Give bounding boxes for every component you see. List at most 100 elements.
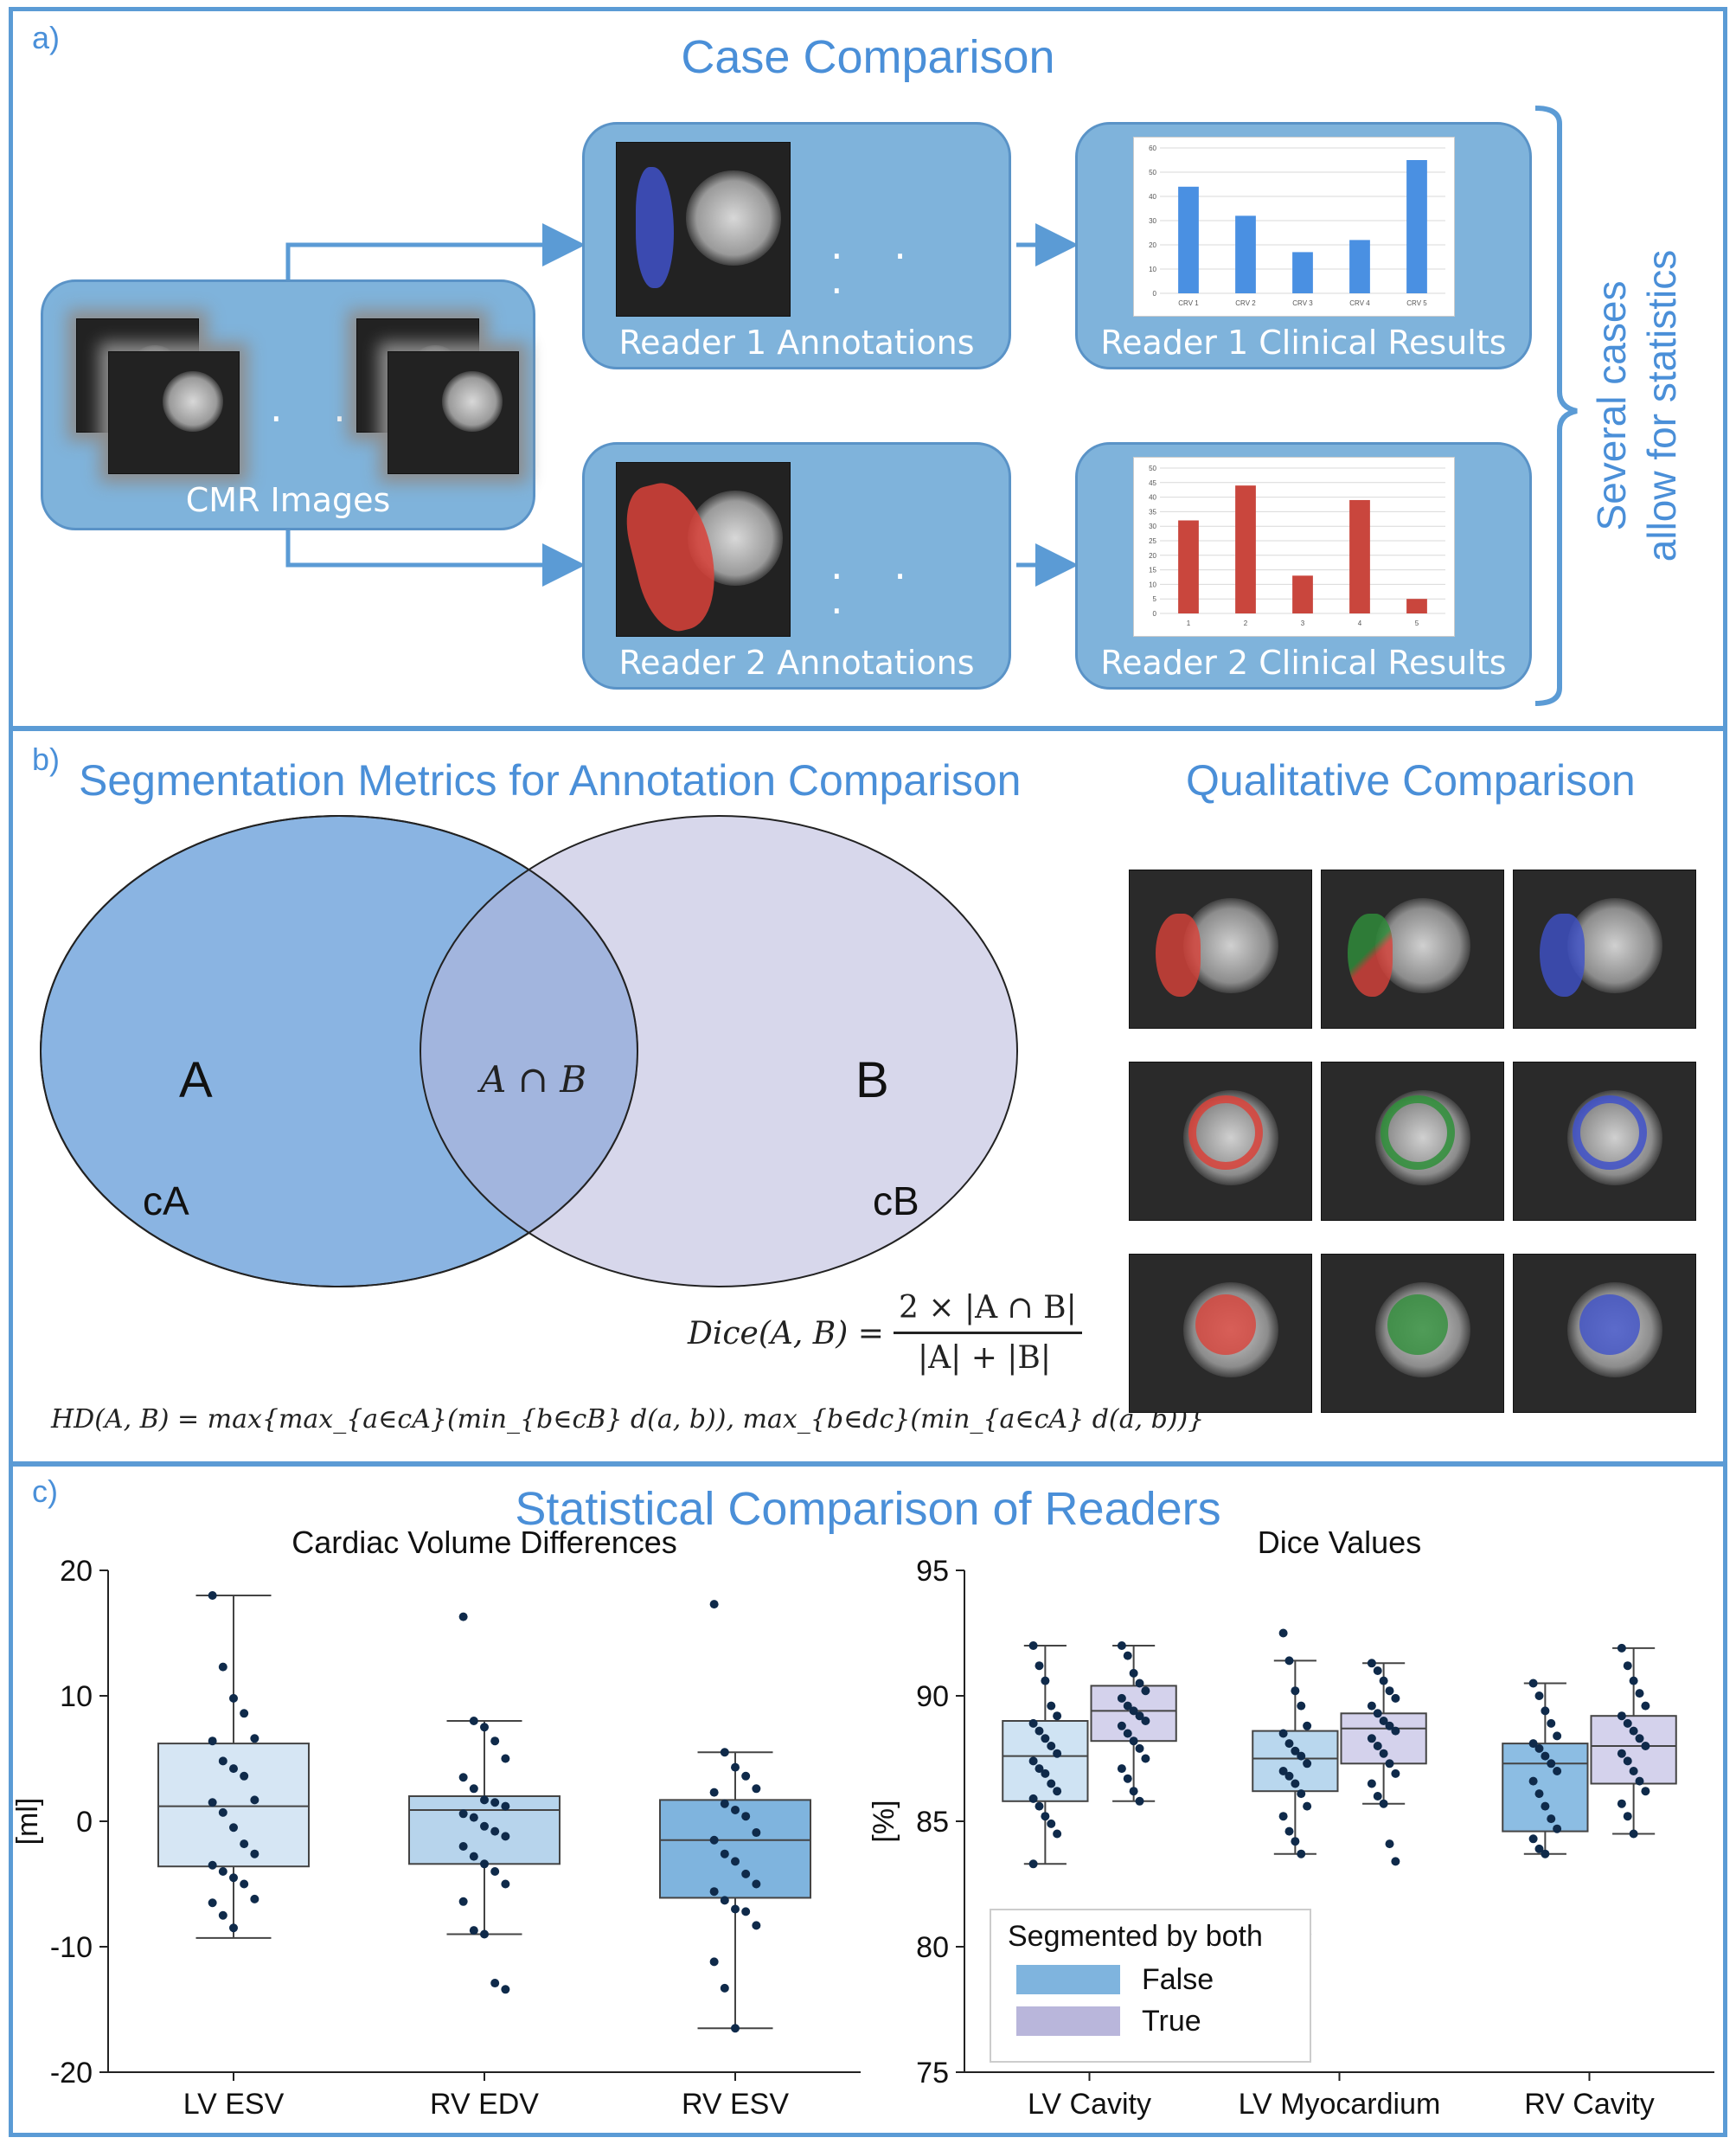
data-point	[1035, 1726, 1044, 1736]
data-point	[752, 1784, 761, 1794]
data-point	[1291, 1686, 1300, 1696]
legend-title: Segmented by both	[1008, 1920, 1263, 1953]
legend-swatch	[1016, 1965, 1120, 1994]
data-point	[1041, 1734, 1050, 1743]
tile-overlay	[1188, 1095, 1263, 1170]
mini-tick-label: 25	[1149, 537, 1156, 545]
boundary-b-label: cB	[873, 1178, 919, 1223]
data-point	[1117, 1721, 1126, 1730]
data-point	[218, 1662, 227, 1672]
data-point	[229, 1873, 238, 1883]
data-point	[490, 1867, 500, 1876]
y-tick-label: 75	[916, 2057, 949, 2089]
reader2-annotations-box: . . . Reader 2 Annotations	[582, 442, 1011, 690]
data-point	[1541, 1801, 1550, 1811]
mini-tick-label: 10	[1149, 266, 1156, 273]
data-point	[1129, 1706, 1138, 1716]
box-lv-cavity-false	[1002, 1641, 1089, 1869]
mini-bar	[1406, 160, 1427, 293]
data-point	[490, 1826, 500, 1836]
dice-formula-numerator: 2 × |A ∩ B|	[899, 1290, 1077, 1326]
chart-title: Cardiac Volume Differences	[291, 1525, 677, 1560]
mini-tick-label: 15	[1149, 567, 1156, 575]
data-point	[469, 1784, 478, 1794]
data-point	[1635, 1734, 1644, 1743]
data-point	[490, 1736, 500, 1746]
data-point	[229, 1923, 238, 1933]
y-tick-label: -20	[50, 2057, 93, 2089]
mini-category-label: CRV 4	[1349, 299, 1370, 307]
data-point	[1623, 1661, 1632, 1671]
panel-c: c) Statistical Comparison of Readers Car…	[9, 1462, 1727, 2137]
data-point	[1117, 1641, 1126, 1650]
data-point	[480, 1929, 489, 1939]
data-point	[1553, 1767, 1562, 1775]
panel-c-title: Statistical Comparison of Readers	[515, 1483, 1221, 1535]
y-tick-label: 85	[916, 1806, 949, 1839]
venn-diagram	[40, 815, 1018, 1287]
data-point	[1123, 1651, 1132, 1660]
data-point	[1117, 1693, 1126, 1703]
data-point	[1385, 1759, 1394, 1768]
box-lv-cavity-true	[1090, 1641, 1177, 1806]
data-point	[1047, 1701, 1056, 1711]
data-point	[1629, 1676, 1638, 1685]
intersection-label: A ∩ B	[480, 1058, 587, 1101]
data-point	[1129, 1668, 1138, 1678]
data-point	[1379, 1749, 1388, 1758]
data-point	[1041, 1676, 1050, 1685]
box-iqr	[659, 1799, 811, 1899]
data-point	[208, 1898, 217, 1908]
data-point	[501, 1879, 510, 1889]
box-plot-volume: Cardiac Volume Differences-20-1001020[ml…	[13, 1525, 861, 2121]
box-lv-myocardium-true	[1340, 1659, 1427, 1866]
data-point	[1141, 1717, 1150, 1725]
mini-tick-label: 5	[1153, 595, 1157, 603]
y-tick-label: 0	[76, 1806, 93, 1839]
mini-bar	[1292, 252, 1313, 293]
qualitative-tile	[1129, 1254, 1312, 1413]
side-note-line2: allow for statistics	[1639, 249, 1684, 562]
y-tick-label: 95	[916, 1555, 949, 1588]
data-point	[1303, 1721, 1312, 1730]
mini-bar	[1235, 215, 1256, 293]
x-tick-label: LV ESV	[183, 2088, 285, 2121]
data-point	[1123, 1701, 1132, 1711]
data-point	[1028, 1641, 1038, 1650]
mini-category-label: 1	[1187, 619, 1191, 627]
mini-tick-label: 10	[1149, 581, 1156, 588]
reader1-ellipsis-dot: .	[830, 256, 862, 303]
data-point	[1367, 1659, 1376, 1668]
mini-tick-label: 35	[1149, 508, 1156, 516]
data-point	[480, 1723, 489, 1732]
data-point	[1141, 1754, 1150, 1763]
data-point	[1041, 1768, 1050, 1778]
data-point	[1278, 1812, 1288, 1821]
box-lv-esv	[157, 1591, 310, 1939]
data-point	[1297, 1849, 1306, 1858]
data-point	[709, 1835, 719, 1845]
data-point	[1528, 1739, 1538, 1749]
mini-tick-label: 30	[1149, 523, 1156, 530]
data-point	[1278, 1628, 1288, 1638]
data-point	[1373, 1792, 1382, 1801]
mini-tick-label: 60	[1149, 144, 1156, 152]
reader2-annotation-image	[616, 462, 791, 637]
data-point	[1028, 1756, 1038, 1766]
data-point	[1373, 1709, 1382, 1718]
data-point	[1391, 1726, 1400, 1736]
data-point	[1553, 1824, 1562, 1833]
panel-a-label: a)	[32, 20, 61, 55]
data-point	[741, 1869, 751, 1878]
data-point	[1303, 1759, 1312, 1768]
data-point	[1035, 1661, 1044, 1671]
data-point	[208, 1736, 217, 1746]
mini-tick-label: 0	[1153, 610, 1157, 618]
data-point	[1547, 1814, 1556, 1824]
data-point	[752, 1921, 761, 1930]
box-lv-myocardium-false	[1252, 1628, 1339, 1939]
reader2-ellipsis: . .	[830, 542, 926, 588]
panel-b-label: b)	[32, 741, 61, 777]
mini-tick-label: 50	[1149, 169, 1156, 177]
